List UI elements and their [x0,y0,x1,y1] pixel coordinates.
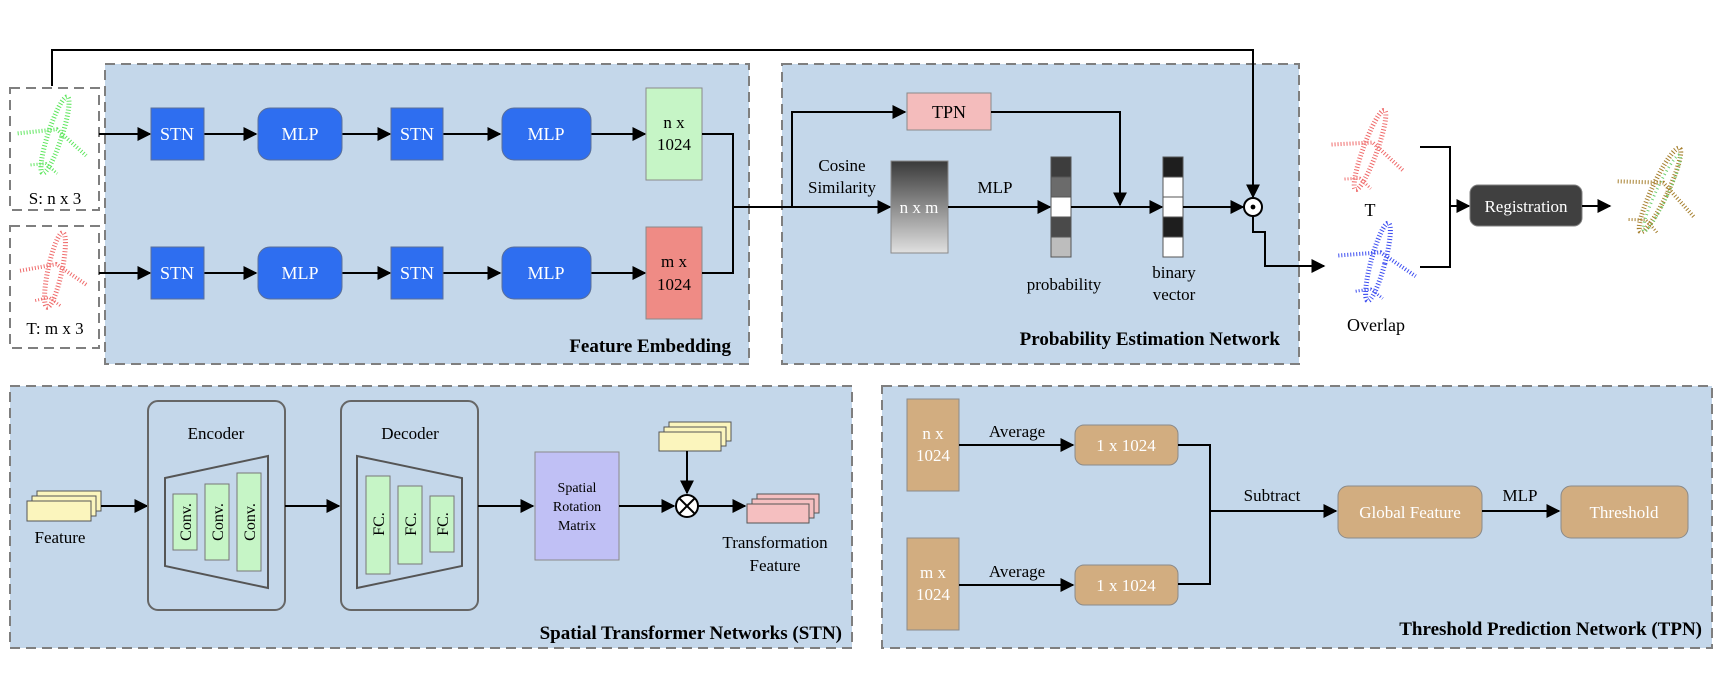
mlp-block-2 [501,107,592,161]
conv-label-1: Conv. [178,503,195,541]
encoder-label: Encoder [188,424,245,443]
conv-layer-1 [172,493,198,551]
pooled-feature-2-label: 1 x 1024 [1096,576,1156,595]
fc-layer-1 [365,475,391,575]
tpn-mlp-label: MLP [1503,486,1538,505]
decoder-label: Decoder [381,424,439,443]
source-input-box [9,87,100,211]
average-label-1: Average [989,422,1045,441]
fc-label-3: FC. [435,512,452,536]
average-label-2: Average [989,562,1045,581]
stn-block-4-label: STN [400,263,434,283]
tpn-input-n [906,398,960,492]
target-feature-line2: 1024 [657,275,692,294]
registered-airplane-icon [1617,145,1696,235]
feature-stack-icon [26,490,102,522]
tpn-input-n-line2: 1024 [916,446,951,465]
encoder-trapezoid [164,454,269,590]
fc-label-1: FC. [371,512,388,536]
feature-label: Feature [35,528,86,547]
stn-block-1-label: STN [160,124,194,144]
probability-network-title: Probability Estimation Network [1020,329,1281,350]
skip-connection-line [51,49,1260,199]
source-label: S: n x 3 [29,189,81,208]
conv-layer-3 [236,472,262,572]
spatial-rotation-matrix [534,451,620,561]
probability-label: probability [1027,275,1102,294]
source-feature-line1: n x [663,113,685,132]
similarity-matrix [890,160,949,254]
binary-vector [1162,156,1184,258]
stn-block-2 [390,107,444,161]
source-feature-line2: 1024 [657,135,692,154]
cosine-label-line2: Similarity [808,178,877,197]
stn-block-3-label: STN [160,263,194,283]
fc-layer-3 [429,495,455,553]
overlap-airplane-icon [1338,220,1417,304]
t-airplane-icon [1331,107,1405,193]
stn-block-3 [150,246,205,300]
target-airplane-icon [19,230,88,310]
tpn-input-m-line1: m x [920,563,946,582]
binary-label-line1: binary [1152,263,1196,282]
fc-layer-2 [397,485,423,565]
mlp-block-4-label: MLP [527,263,564,283]
target-label: T: m x 3 [26,319,83,338]
stn-block-2-label: STN [400,124,434,144]
fc-label-2: FC. [403,512,420,536]
feature-embedding-title: Feature Embedding [569,336,731,357]
feature-stack-top-icon [658,421,732,452]
subtract-label: Subtract [1244,486,1301,505]
hadamard-operator-icon [1243,197,1263,217]
conv-label-3: Conv. [242,503,259,541]
multiply-operator-icon [675,494,699,518]
conv-label-2: Conv. [210,503,227,541]
overlap-label: Overlap [1347,315,1405,335]
transformation-line1: Transformation [722,533,828,552]
tpn-title: Threshold Prediction Network (TPN) [1399,619,1702,640]
matrix-line2: Rotation [553,500,601,515]
pen-mlp-label: MLP [978,178,1013,197]
threshold-block [1560,485,1689,539]
stn-block-1 [150,107,205,161]
global-feature-label: Global Feature [1359,503,1461,522]
tpn-block-label: TPN [932,102,966,122]
tpn-input-m-line2: 1024 [916,585,951,604]
transformation-line2: Feature [750,556,801,575]
cosine-label-line1: Cosine [818,156,865,175]
transformation-feature-stack-icon [746,493,820,524]
stn-block-4 [390,246,444,300]
mlp-block-3 [257,246,343,300]
mlp-block-4 [501,246,592,300]
matrix-line1: Spatial [558,481,597,496]
conv-layer-2 [204,483,230,561]
source-feature-block [645,87,703,181]
binary-label-line2: vector [1153,285,1196,304]
tpn-input-n-line1: n x [922,424,944,443]
registration-label: Registration [1484,197,1568,216]
probability-network-panel [781,63,1300,365]
t-label: T [1365,200,1376,220]
pooled-feature-1-label: 1 x 1024 [1096,436,1156,455]
mlp-block-1-label: MLP [281,124,318,144]
stn-title: Spatial Transformer Networks (STN) [540,623,842,644]
mlp-block-1 [257,107,343,161]
similarity-matrix-label: n x m [900,198,939,217]
target-feature-line1: m x [661,252,687,271]
tpn-input-m [906,537,960,631]
mlp-block-2-label: MLP [527,124,564,144]
tpn-block [906,92,992,131]
decoder-trapezoid [356,454,463,590]
matrix-line3: Matrix [558,519,596,534]
probability-vector [1050,156,1072,258]
target-feature-block [645,226,703,320]
mlp-block-3-label: MLP [281,263,318,283]
threshold-label: Threshold [1590,503,1659,522]
